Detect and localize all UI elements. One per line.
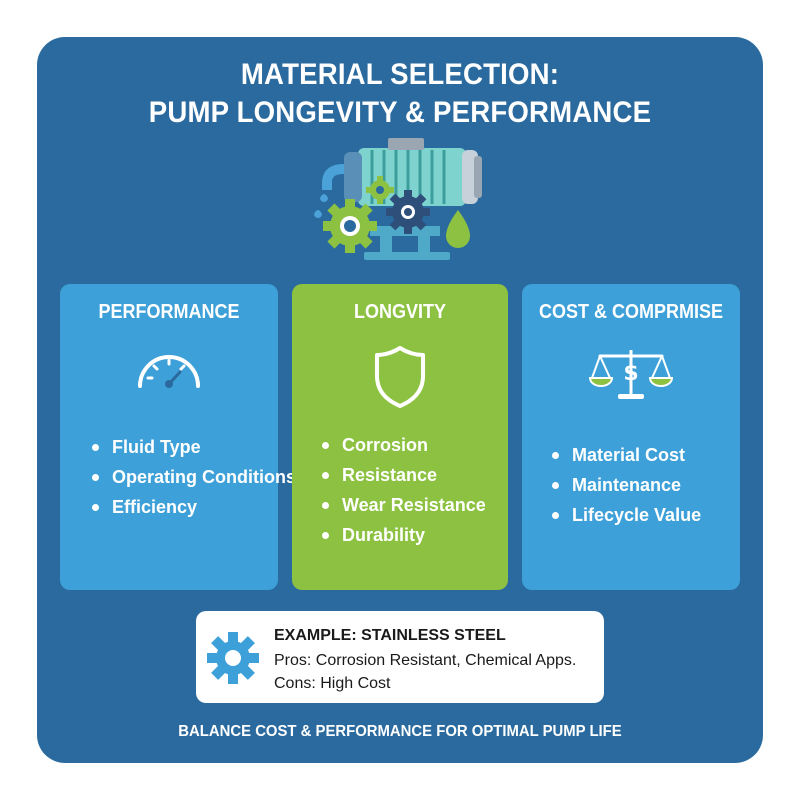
performance-list: Fluid Type Operating Conditions Efficien… (90, 432, 296, 522)
performance-card: PERFORMANCE Fluid Type Operating Conditi… (60, 284, 296, 590)
balance-scale-dollar-icon: $ (588, 350, 674, 399)
example-cons: Cons: High Cost (274, 675, 391, 692)
pump-illustration-icon (314, 138, 482, 260)
list-item: Fluid Type (90, 432, 296, 462)
example-pros: Pros: Corrosion Resistant, Chemical Apps… (274, 652, 577, 669)
page-title: MATERIAL SELECTION: PUMP LONGEVITY & PER… (32, 56, 768, 132)
title-line-2: PUMP LONGEVITY & PERFORMANCE (148, 96, 652, 129)
list-item: Corrosion (320, 430, 486, 460)
performance-heading: PERFORMANCE (98, 301, 240, 323)
cost-heading: COST & COMPRMISE (538, 301, 723, 323)
cost-card: COST & COMPRMISE $ Material Cost Mainten… (522, 284, 740, 590)
longevity-heading: LONGVITY (353, 301, 446, 323)
footer-caption: BALANCE COST & PERFORMANCE FOR OPTIMAL P… (178, 723, 622, 740)
list-item: Material Cost (550, 440, 701, 470)
list-item: Resistance (320, 460, 486, 490)
speedometer-icon (138, 355, 200, 388)
longevity-list: Corrosion Resistance Wear Resistance Dur… (320, 430, 486, 550)
example-box: EXAMPLE: STAINLESS STEEL Pros: Corrosion… (196, 611, 604, 703)
shield-icon (375, 346, 425, 408)
list-item: Durability (320, 520, 486, 550)
longevity-card: LONGVITY Corrosion Resistance Wear Resis… (292, 284, 508, 590)
cost-list: Material Cost Maintenance Lifecycle Valu… (550, 440, 701, 530)
svg-text:$: $ (623, 361, 638, 386)
title-line-1: MATERIAL SELECTION: (240, 58, 560, 91)
list-item: Wear Resistance (320, 490, 486, 520)
list-item: Operating Conditions (90, 462, 296, 492)
example-title: EXAMPLE: STAINLESS STEEL (274, 627, 506, 644)
gear-icon (207, 632, 259, 684)
list-item: Efficiency (90, 492, 296, 522)
list-item: Maintenance (550, 470, 701, 500)
list-item: Lifecycle Value (550, 500, 701, 530)
